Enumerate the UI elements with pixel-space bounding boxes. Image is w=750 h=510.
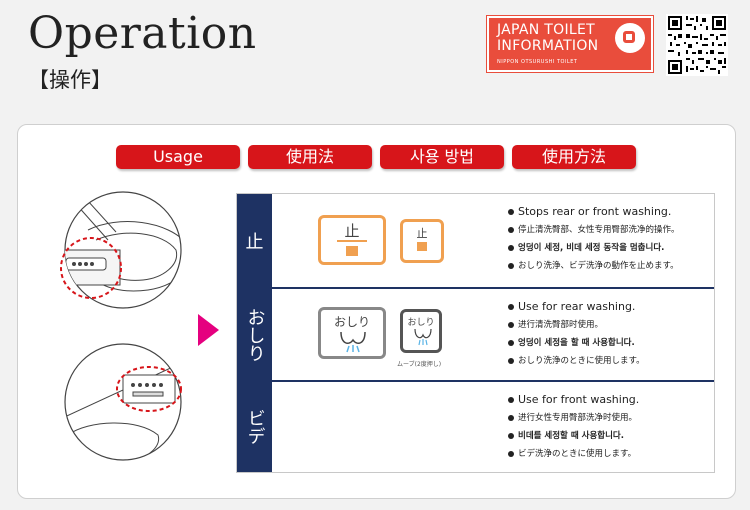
list-item: 进行清洗臀部时使用。: [508, 317, 645, 335]
list-item: おしり洗浄、ビデ洗浄の動作を止めます。: [508, 258, 680, 276]
row-rear-wash: おしり おしり おしり ムーブ(2度押し) Use for rear washi…: [237, 289, 714, 380]
operation-table: 止 止 止 Stops rear or front washing. 停止清洗臀…: [236, 193, 715, 473]
tab-japanese[interactable]: 使用方法: [512, 145, 636, 169]
stop-button-large-icon[interactable]: 止: [318, 215, 386, 265]
list-item: Stops rear or front washing.: [508, 204, 680, 222]
logo-line-1: JAPAN TOILET: [497, 22, 596, 38]
row-stop: 止 止 止 Stops rear or front washing. 停止清洗臀…: [237, 194, 714, 287]
page-title: Operation: [28, 8, 257, 59]
list-item: 进行女性专用臀部洗净时使用。: [508, 410, 639, 428]
logo-line-3: NIPPON OTSURUSHI TOILET: [497, 59, 578, 65]
toilet-wall-remote-illustration: [48, 340, 198, 469]
list-item: 비데를 세정할 때 사용합니다.: [508, 428, 639, 446]
row-label-stop: 止: [237, 194, 272, 287]
stop-instructions: Stops rear or front washing. 停止清洗臀部、女性专用…: [508, 204, 680, 276]
japan-toilet-information-logo: JAPAN TOILET INFORMATION NIPPON OTSURUSH…: [486, 15, 654, 73]
rear-wash-button-small-text: おしり: [407, 318, 435, 328]
rear-wash-button-large-icon[interactable]: おしり: [318, 307, 386, 359]
list-item: おしり洗浄のときに使用します。: [508, 353, 645, 371]
qr-code-icon[interactable]: [666, 14, 728, 76]
pointer-arrow-icon: [198, 314, 219, 346]
rear-wash-instructions: Use for rear washing. 进行清洗臀部时使用。 엉덩이 세정을…: [508, 299, 645, 371]
stop-button-large-text: 止: [344, 222, 360, 240]
stop-button-small-icon[interactable]: 止: [400, 219, 444, 263]
row-front-wash: ビデ Use for front washing. 进行女性专用臀部洗净时使用。…: [237, 382, 714, 472]
list-item: Use for front washing.: [508, 392, 639, 410]
list-item: 停止清洗臀部、女性专用臀部洗净的操作。: [508, 222, 680, 240]
list-item: 엉덩이 세정, 비데 세정 동작을 멈춥니다.: [508, 240, 680, 258]
toilet-badge-icon: [615, 23, 645, 53]
front-wash-instructions: Use for front washing. 进行女性专用臀部洗净时使用。 비데…: [508, 392, 639, 464]
list-item: Use for rear washing.: [508, 299, 645, 317]
row-divider: [237, 380, 714, 382]
list-item: ビデ洗浄のときに使用します。: [508, 446, 639, 464]
move-double-press-caption: ムーブ(2度押し): [397, 361, 442, 368]
stop-button-small-text: 止: [416, 227, 428, 240]
tab-usage[interactable]: Usage: [116, 145, 240, 169]
logo-line-2: INFORMATION: [497, 38, 599, 54]
toilet-side-panel-illustration: [48, 190, 198, 314]
list-item: 엉덩이 세정을 할 때 사용합니다.: [508, 335, 645, 353]
row-label-rear-wash: おしり: [237, 289, 272, 380]
rear-wash-button-large-text: おしり: [333, 315, 370, 329]
row-divider: [237, 287, 714, 289]
row-label-front-wash: ビデ: [237, 382, 272, 472]
page-subtitle: 【操作】: [28, 68, 112, 92]
tab-korean[interactable]: 사용 방법: [380, 145, 504, 169]
rear-wash-button-small-icon[interactable]: おしり: [400, 309, 442, 353]
tab-chinese[interactable]: 使用法: [248, 145, 372, 169]
